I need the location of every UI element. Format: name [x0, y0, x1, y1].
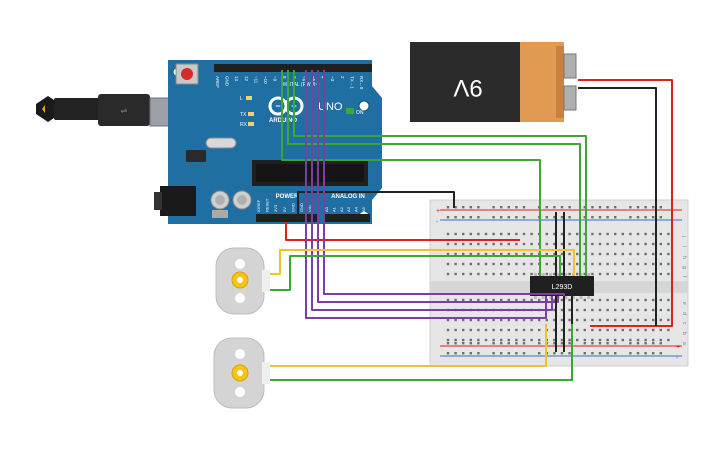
wire-motor2-yellow: [270, 324, 547, 367]
digital-pin-label: ~10: [263, 76, 268, 84]
breadboard-row-letters: j i h g f e d c b a: [681, 235, 687, 345]
rail-plus-label-top: +: [436, 208, 440, 215]
row-letter: a: [681, 342, 687, 345]
tx-label: TX: [240, 112, 247, 118]
digital-pin-label: TX→1: [349, 76, 354, 89]
power-pin-label: VIN: [308, 205, 313, 212]
digital-pin-label: ~9: [273, 76, 278, 82]
wire-green-3: [293, 70, 587, 276]
digital-pin-label: 2: [340, 76, 345, 79]
power-header-label: POWER: [276, 194, 299, 200]
rail-minus-label-bottom: -: [676, 355, 679, 362]
breadboard-holes: [446, 206, 670, 355]
analog-pin-label: A0: [324, 206, 329, 212]
row-letter: i: [681, 246, 687, 247]
digital-pin-label: 12: [244, 76, 249, 82]
motor-1[interactable]: [215, 247, 270, 315]
usb-cable: ⇌: [36, 94, 175, 127]
analog-pin-label: A2: [339, 206, 344, 212]
on-label: ON: [356, 110, 364, 116]
wire-5v: [285, 222, 520, 241]
analog-pin-label: A4: [354, 206, 359, 212]
power-pin-label: 3V3: [273, 204, 278, 212]
analog-pin-label: A5: [361, 206, 366, 212]
power-pin-label: RESET: [265, 198, 270, 212]
wire-motor1-yellow: [270, 249, 575, 276]
rail-minus-label-top: -: [436, 219, 439, 226]
led-l-label: L: [240, 96, 243, 102]
wire-battery-positive: [578, 79, 673, 327]
power-pin-label: IOREF: [256, 199, 261, 212]
wire-purple-1: [305, 70, 547, 319]
row-letter: f: [681, 276, 687, 278]
digital-pin-label: GND: [225, 76, 230, 87]
arduino-uno-board[interactable]: − + ARDUINO UNO L TX RX ON POWER ANALOG …: [154, 60, 382, 224]
row-letter: e: [681, 302, 687, 305]
wire-motor2-green: [270, 324, 573, 381]
digital-pin-label: AREF: [215, 76, 220, 88]
digital-pin-label: 8: [282, 76, 287, 79]
digital-pin-label: ~11: [253, 76, 258, 84]
analog-header-label: ANALOG IN: [331, 194, 365, 200]
rail-plus-label-bottom: +: [676, 344, 680, 351]
digital-pin-label: ~6: [301, 76, 306, 82]
wire-battery-negative: [578, 87, 657, 326]
battery-9v[interactable]: 9V: [410, 42, 577, 122]
l293d-chip[interactable]: L293D: [530, 273, 594, 299]
digital-pin-label: ~3: [330, 76, 335, 82]
wire-purple-3: [317, 70, 559, 303]
svg-text:−: −: [275, 101, 280, 111]
power-pin-label: 5V: [282, 207, 287, 212]
row-letter: j: [681, 235, 687, 237]
arduino-model-text: UNO: [318, 101, 343, 113]
power-pin-label: GND: [299, 203, 304, 212]
chip-label: L293D: [552, 284, 573, 291]
wire-gnd: [297, 191, 455, 222]
svg-text:⇌: ⇌: [121, 106, 128, 115]
row-letter: b: [681, 332, 687, 335]
arduino-brand-text: ARDUINO: [269, 118, 297, 124]
row-letter: h: [681, 256, 687, 259]
wire-green-1: [281, 70, 541, 276]
digital-pin-label: ~5: [311, 76, 316, 82]
motor-2[interactable]: [213, 337, 270, 409]
digital-header-label: DIGITAL (PWM~): [281, 82, 320, 88]
row-letter: d: [681, 312, 687, 315]
wires: [270, 70, 673, 381]
power-pin-label: GND: [290, 203, 295, 212]
battery-label: 9V: [453, 74, 482, 101]
row-letter: g: [681, 266, 687, 269]
row-letter: c: [681, 322, 687, 325]
wire-motor1-green: [270, 255, 561, 291]
wire-purple-4: [323, 70, 565, 296]
rx-label: RX: [240, 122, 248, 128]
digital-pin-label: RX←0: [359, 76, 364, 90]
wire-green-2: [287, 70, 581, 276]
analog-pin-label: A3: [346, 206, 351, 212]
digital-pin-label: 13: [234, 76, 239, 82]
analog-pin-label: A1: [331, 206, 336, 212]
